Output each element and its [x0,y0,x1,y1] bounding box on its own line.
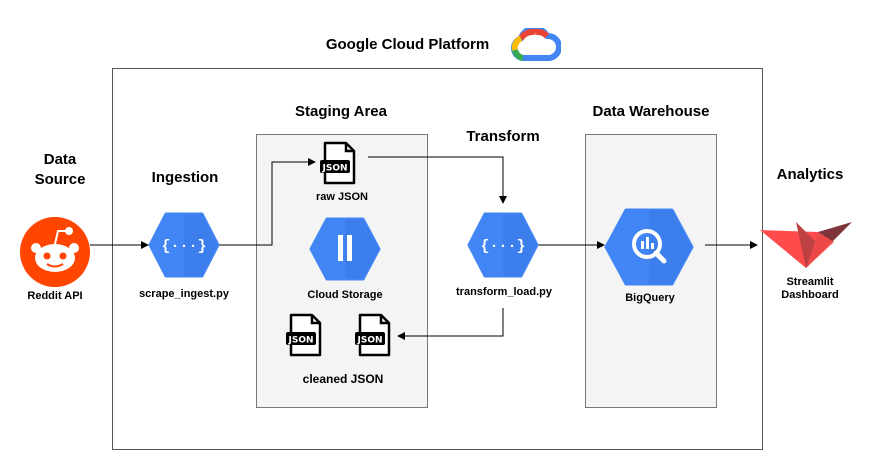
scrape-ingest-label: scrape_ingest.py [139,288,229,300]
transform-load-label: transform_load.py [456,286,552,298]
reddit-icon [20,217,90,287]
transform-heading: Transform [466,128,540,145]
cleaned-json-file-text: JSON [356,336,382,346]
arrow-transform-to-cleaned-json [397,308,504,340]
cloud-storage-label: Cloud Storage [307,289,383,301]
streamlit-dashboard-label: Streamlit Dashboard [781,276,839,301]
cleaned-json-file-text: JSON [287,336,313,346]
platform-title: Google Cloud Platform [325,36,490,53]
bigquery-label: BigQuery [625,292,675,304]
cloud-functions-icon: {···} [467,212,539,278]
raw-json-file-icon: JSON [320,141,356,185]
ingestion-heading: Ingestion [151,169,219,186]
raw-json-label: raw JSON [316,191,368,203]
svg-text:{···}: {···} [161,238,206,255]
data-source-heading: Data Source [34,151,86,188]
svg-text:{···}: {···} [480,238,525,255]
staging-area-heading: Staging Area [295,103,387,120]
cleaned-json-file-icon: JSON [286,313,322,357]
arrow-scrape-to-raw-json [218,158,316,246]
data-warehouse-heading: Data Warehouse [592,103,710,120]
cleaned-json-file-icon: JSON [355,313,391,357]
reddit-api-label: Reddit API [27,290,83,302]
bigquery-icon [604,208,694,286]
google-cloud-logo-icon [511,28,561,61]
arrow-raw-json-to-transform [368,156,507,204]
streamlit-icon [760,222,852,268]
cloud-functions-icon: {···} [148,212,220,278]
analytics-heading: Analytics [776,166,844,183]
cloud-storage-icon [309,217,381,281]
raw-json-file-text: JSON [321,164,347,174]
cleaned-json-label: cleaned JSON [302,372,384,386]
